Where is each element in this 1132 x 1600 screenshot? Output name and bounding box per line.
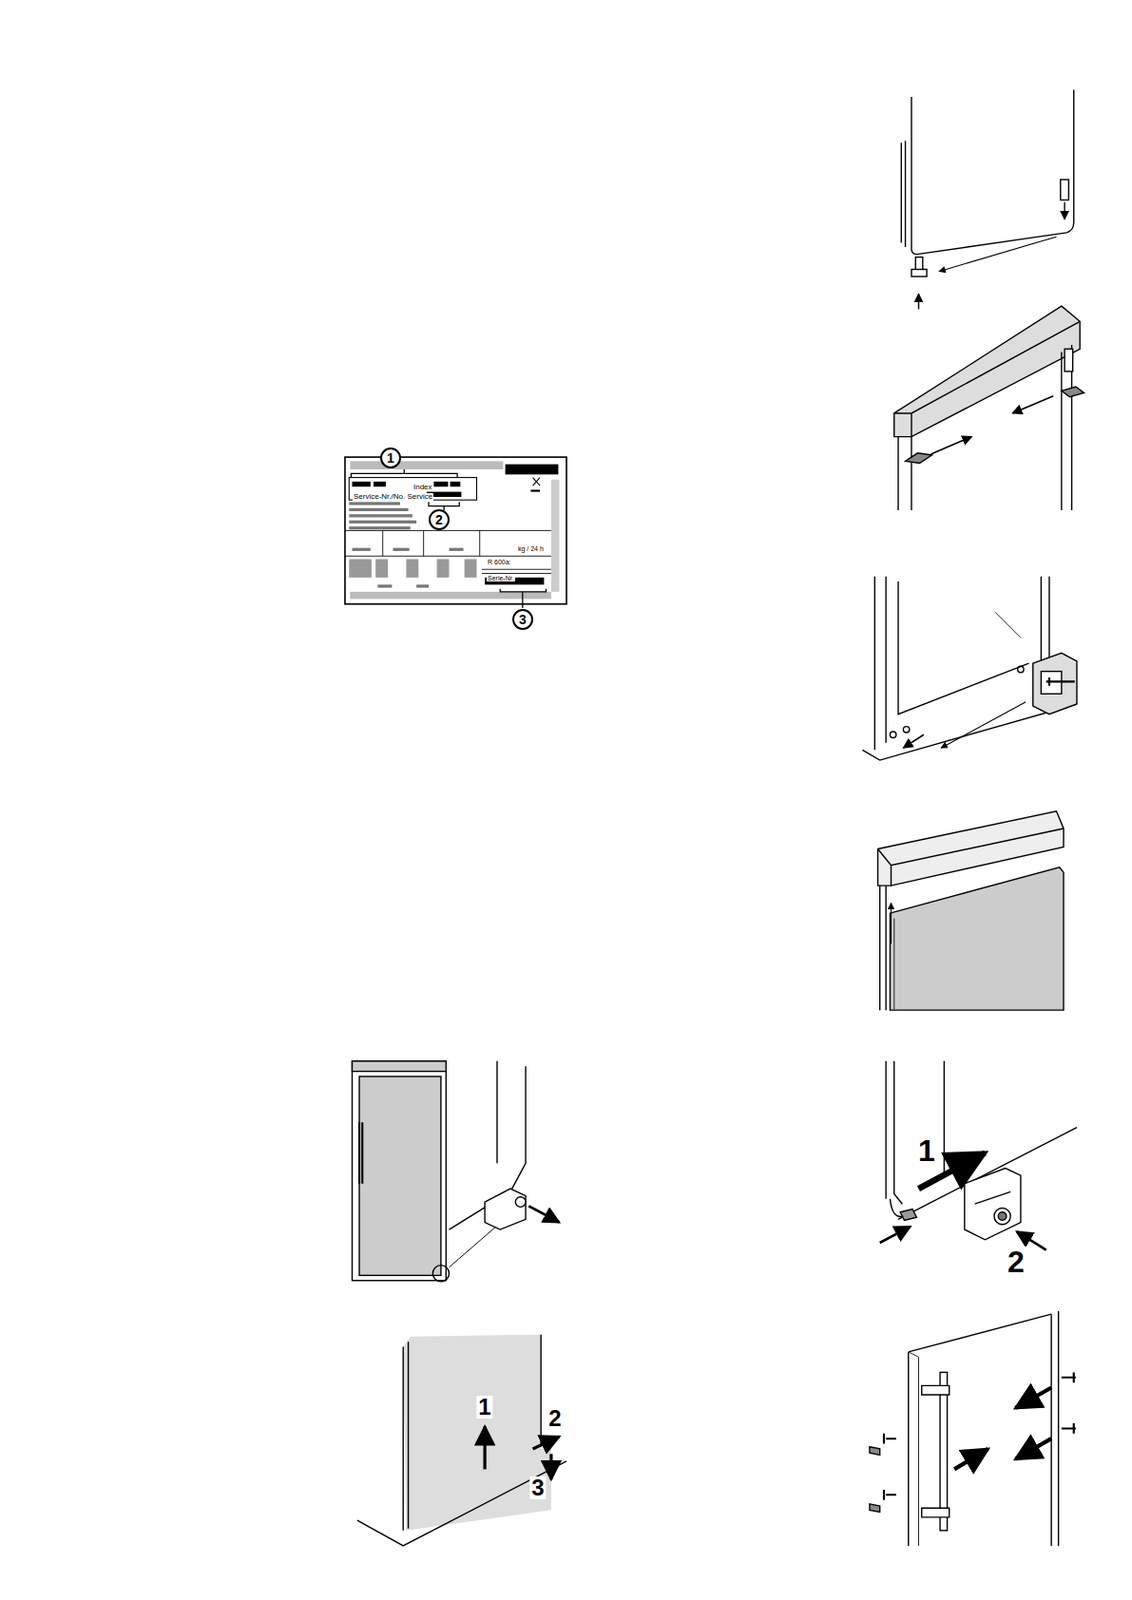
- step-number: 2: [546, 1407, 563, 1431]
- door-lift-figure: [357, 1335, 567, 1547]
- top-cover-figure: [894, 306, 1085, 511]
- step-number: 1: [476, 1396, 493, 1420]
- callout-circle: 1: [380, 447, 402, 469]
- fridge-figure: [351, 1061, 559, 1283]
- plate-text: R 600a:: [486, 558, 513, 566]
- callout-circle: 3: [512, 609, 534, 631]
- step-number: 2: [1005, 1247, 1027, 1278]
- callout-circle: 2: [428, 509, 450, 531]
- plate-text: kg / 24 h: [517, 545, 545, 553]
- step-number: 1: [916, 1135, 938, 1167]
- hinge-move-figure: [880, 1061, 1077, 1251]
- callout-number: 1: [386, 451, 395, 465]
- callout-number: 3: [518, 613, 527, 627]
- step-number: 3: [529, 1477, 546, 1500]
- door-pins-figure: [901, 90, 1074, 310]
- cabinet-hinge-figure: [862, 576, 1077, 761]
- rating-plate: [345, 457, 567, 609]
- plate-text: Service-Nr./No. Service: [352, 493, 434, 501]
- door-top-figure: [878, 811, 1064, 1011]
- callout-number: 2: [435, 513, 443, 527]
- handle-figure: [869, 1311, 1076, 1547]
- plate-text: Serie-Nr.: [486, 575, 516, 582]
- plate-text: Index: [412, 483, 434, 492]
